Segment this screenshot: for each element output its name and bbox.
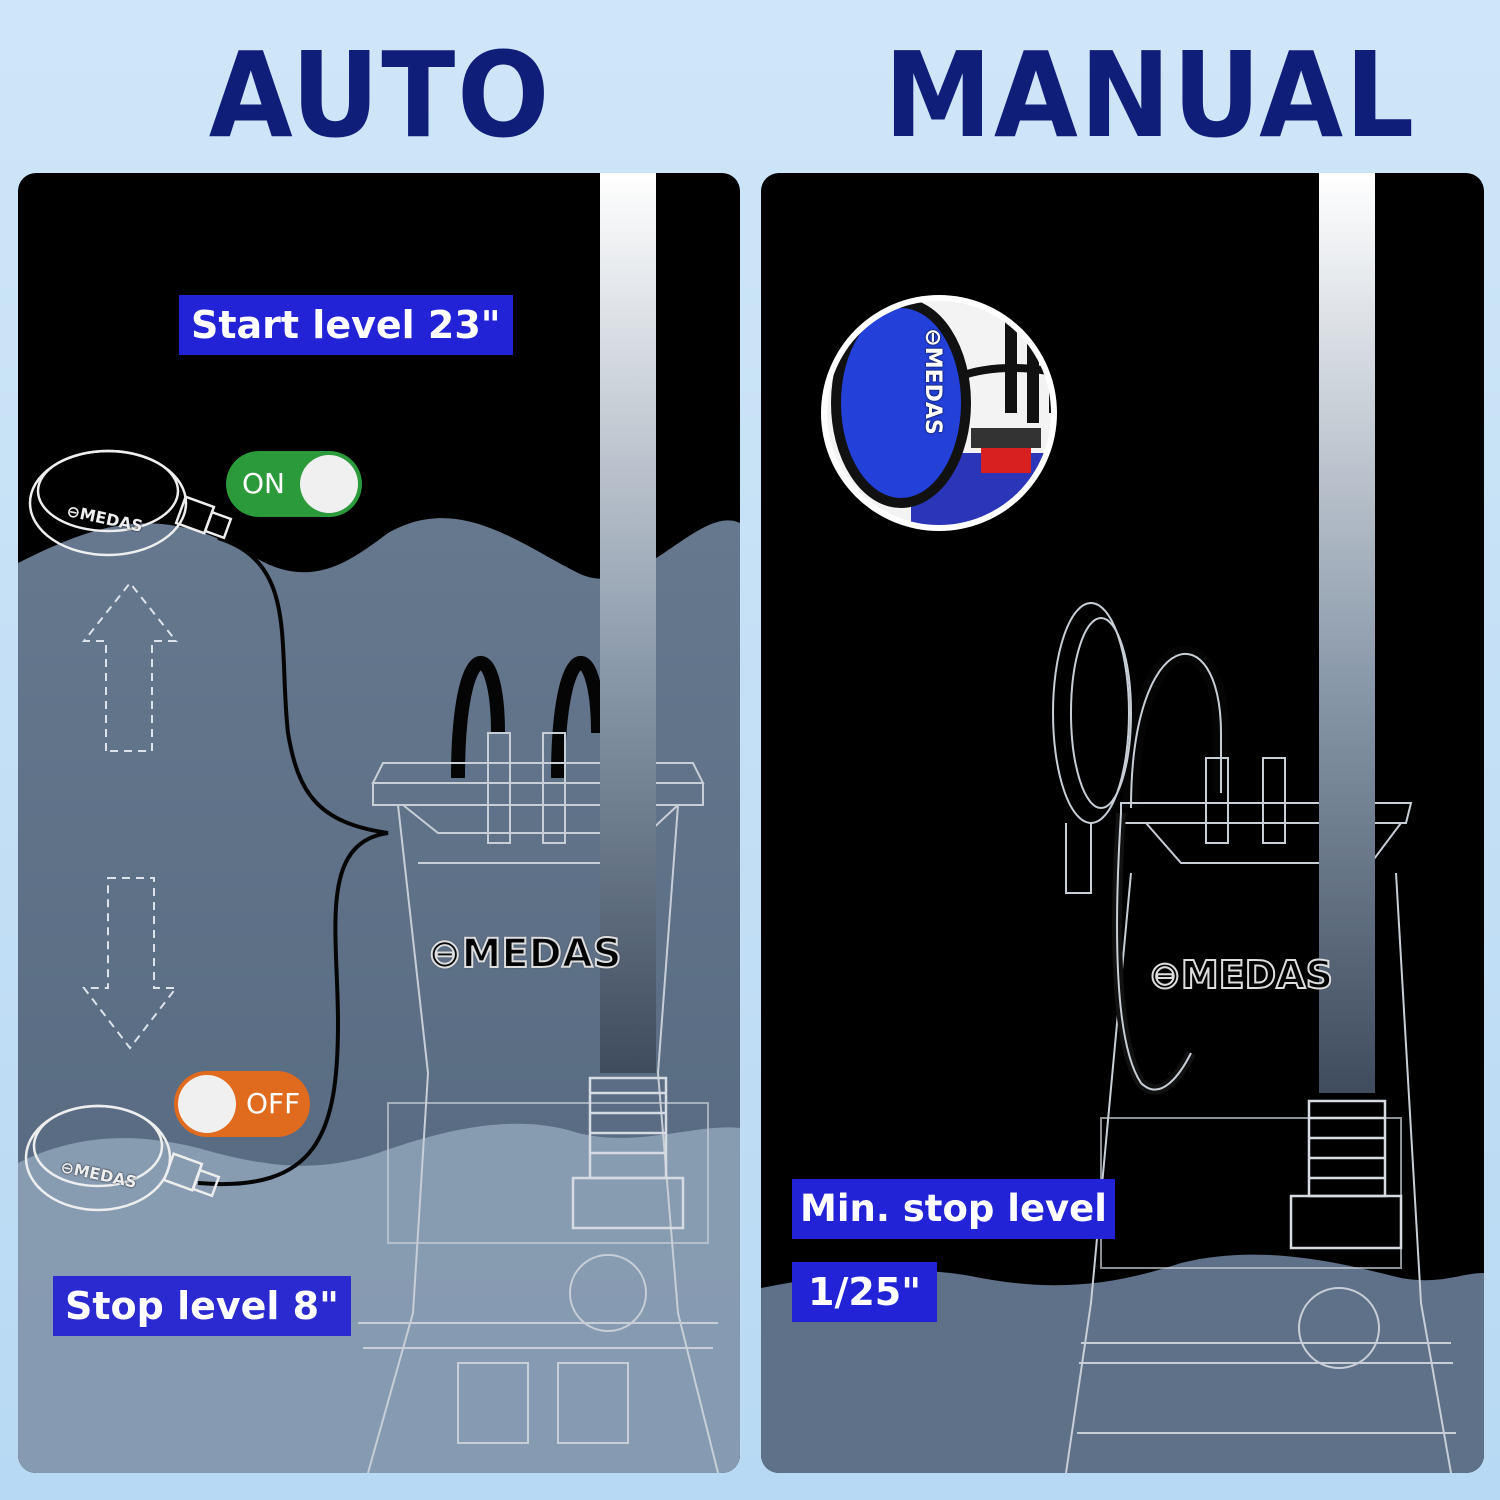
down-arrow (81, 877, 179, 1050)
off-toggle: OFF (174, 1071, 310, 1137)
up-arrow (81, 581, 179, 752)
pump-outline-manual (1052, 602, 1456, 1473)
manual-heading: MANUAL (884, 26, 1416, 164)
float-cable (197, 536, 389, 1187)
off-toggle-text: OFF (246, 1087, 301, 1120)
on-toggle-knob (300, 455, 358, 513)
manual-illustration (761, 173, 1484, 1473)
auto-heading: AUTO (208, 26, 552, 164)
inset-brand-logo: ⊖MEDAS (919, 328, 945, 435)
discharge-pipe (600, 173, 656, 1073)
pipe-fitting-manual (1289, 1099, 1403, 1250)
min-stop-level-label: Min. stop level (792, 1179, 1115, 1239)
brand-circle-icon: ⊖ (919, 328, 945, 347)
on-toggle: ON (226, 451, 362, 517)
stop-level-label: Stop level 8" (53, 1276, 351, 1336)
on-toggle-text: ON (242, 467, 285, 500)
auto-illustration (18, 173, 740, 1473)
min-stop-level-value: 1/25" (792, 1262, 937, 1322)
water-lower (18, 1123, 740, 1473)
pump-brand-logo-manual: ⊖MEDAS (1148, 952, 1334, 998)
discharge-pipe-manual (1319, 173, 1375, 1093)
brand-circle-icon: ⊖ (1148, 952, 1182, 998)
pump-brand-logo: ⊖MEDAS (427, 930, 623, 978)
float-switch-bottom (24, 1104, 221, 1212)
float-switch-top (28, 449, 233, 557)
start-level-label: Start level 23" (179, 295, 513, 355)
brand-circle-icon: ⊖ (427, 930, 462, 978)
pump-outline (358, 655, 719, 1473)
pipe-fitting (571, 1076, 685, 1230)
manual-panel: ⊖MEDAS ⊖MEDAS Min. stop level 1/25" (761, 173, 1484, 1473)
auto-panel: ⊖MEDAS ⊖MEDAS ⊖MEDAS Start level 23" Sto… (18, 173, 740, 1473)
inset-float-closeup (821, 295, 1057, 531)
off-toggle-knob (178, 1075, 236, 1133)
